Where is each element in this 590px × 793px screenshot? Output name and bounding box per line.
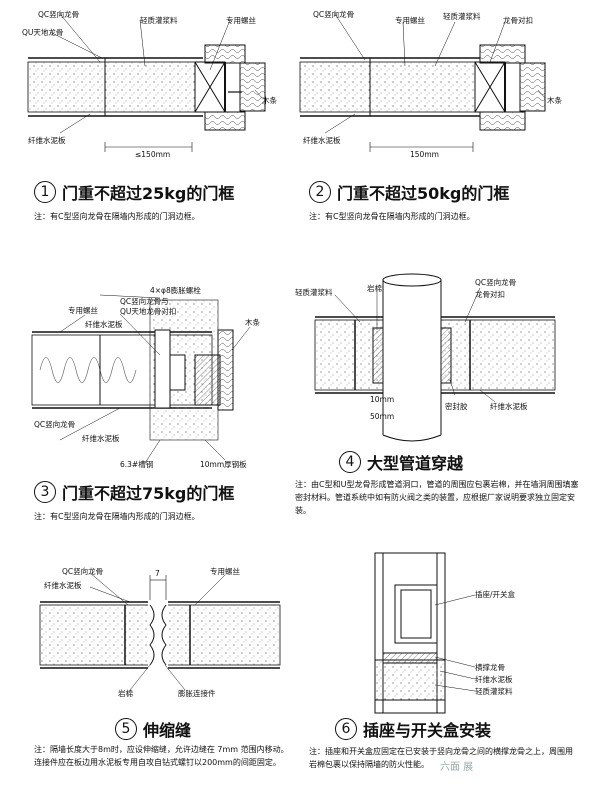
title-text: 大型管道穿越 [367, 454, 464, 473]
label-screw: 专用螺丝 [395, 16, 425, 25]
label-clip: 龙骨对扣 [475, 290, 505, 299]
panel-2-title: 2 门重不超过50kg的门框 [309, 180, 509, 204]
label-grout: 轻质灌浆料 [475, 687, 513, 696]
panel-6: 插座/开关盒 横撑龙骨 纤维水泥板 轻质灌浆料 6 插座与开关盒安装 注：插座和… [295, 545, 590, 793]
label-plate: 10mm厚钢板 [200, 460, 247, 469]
label-joint: 膨胀连接件 [178, 689, 216, 698]
title-text: 门重不超过50kg的门框 [337, 184, 510, 203]
label-qc: QC竖向龙骨 [313, 10, 355, 19]
panel-5-title: 5 伸缩缝 [115, 717, 191, 741]
label-screw: 专用螺丝 [210, 567, 240, 576]
panel-3: 4×φ8膨胀螺栓 QC竖向龙骨与 QU天地龙骨对扣 专用螺丝 纤维水泥板 木条 … [0, 270, 295, 530]
label-qc: QC竖向龙骨 [62, 567, 104, 576]
panel-3-title: 3 门重不超过75kg的门框 [34, 480, 234, 504]
panel-2-note: 注：有C型竖向龙骨在隔墙内形成的门洞边框。 [309, 212, 475, 221]
label-dim: 150mm [410, 150, 439, 159]
panel-1-title: 1 门重不超过25kg的门框 [34, 180, 234, 204]
number-badge: 6 [335, 718, 357, 740]
title-text: 插座与开关盒安装 [363, 721, 492, 740]
panel-5: QC竖向龙骨 纤维水泥板 7 专用螺丝 岩棉 膨胀连接件 5 伸缩缝 注：隔墙长… [0, 555, 295, 793]
panel-5-note: 注：隔墙长度大于8m时，应设伸缩缝，允许边缝在 7mm 范围内移动。连接件应在板… [34, 745, 289, 767]
panel-4: 轻质灌浆料 岩棉 QC竖向龙骨 龙骨对扣 10mm 50mm 密封胶 纤维水泥板… [295, 250, 590, 530]
label-channel: 6.3#槽钢 [120, 460, 154, 469]
label-bolt: 4×φ8膨胀螺栓 [150, 286, 201, 295]
title-text: 伸缩缝 [143, 721, 192, 740]
label-qc: QC竖向龙骨 [475, 278, 517, 287]
label-board: 纤维水泥板 [28, 136, 66, 145]
panel-4-title: 4 大型管道穿越 [339, 450, 463, 474]
label-board: 纤维水泥板 [490, 402, 528, 411]
panel-6-title: 6 插座与开关盒安装 [335, 717, 491, 741]
label-qcqu2: QU天地龙骨对扣 [120, 307, 177, 316]
label-rock: 岩棉 [118, 689, 133, 698]
watermark: 六面 展 [440, 762, 474, 773]
label-qc: QC竖向龙骨 [34, 420, 76, 429]
label-grout: 轻质灌浆料 [140, 16, 178, 25]
title-text: 门重不超过25kg的门框 [62, 184, 235, 203]
label-wood: 木条 [262, 96, 277, 105]
diagram-4 [314, 273, 556, 442]
label-grout: 轻质灌浆料 [295, 288, 333, 297]
number-badge: 1 [34, 181, 56, 203]
label-rock: 岩棉 [367, 284, 382, 293]
label-gap: 7 [155, 569, 160, 578]
number-badge: 5 [115, 718, 137, 740]
panel-6-note: 注：插座和开关盒应固定在已安装于竖向龙骨之间的横撑龙骨之上，周围用岩棉包裹以保持… [309, 747, 573, 769]
diagram-5 [39, 572, 281, 691]
label-keel: 横撑龙骨 [475, 663, 505, 672]
panel-3-note: 注：有C型竖向龙骨在隔墙内形成的门洞边框。 [34, 512, 200, 521]
label-d50: 50mm [370, 412, 395, 421]
label-board: 纤维水泥板 [44, 581, 82, 590]
diagram-6 [374, 552, 476, 714]
label-grout: 轻质灌浆料 [443, 12, 481, 21]
label-wood: 木条 [547, 96, 562, 105]
panel-2: QC竖向龙骨 专用螺丝 轻质灌浆料 龙骨对扣 木条 纤维水泥板 150mm 2 … [295, 0, 590, 240]
label-dim: ≤150mm [135, 150, 171, 159]
diagram-2 [299, 13, 546, 152]
number-badge: 3 [34, 481, 56, 503]
label-qu: QU天地龙骨 [22, 28, 64, 37]
panel-1: QC竖向龙骨 QU天地龙骨 轻质灌浆料 专用螺丝 木条 纤维水泥板 ≤150mm… [0, 0, 295, 240]
number-badge: 2 [309, 181, 331, 203]
label-d10: 10mm [370, 395, 395, 404]
label-screw: 专用螺丝 [68, 306, 98, 315]
label-clip: 龙骨对扣 [503, 16, 533, 25]
number-badge: 4 [339, 451, 361, 473]
label-board: 纤维水泥板 [475, 675, 513, 684]
label-socket: 插座/开关盒 [475, 590, 516, 599]
label-screw: 专用螺丝 [226, 16, 256, 25]
diagram-3 [31, 294, 251, 464]
panel-4-note: 注：由C型和U型龙骨形成管道洞口，管道的周围应包裹岩棉，并在墙洞周围填塞密封材料… [295, 480, 579, 515]
title-text: 门重不超过75kg的门框 [62, 484, 235, 503]
label-board1: 纤维水泥板 [85, 320, 123, 329]
label-board2: 纤维水泥板 [82, 434, 120, 443]
diagram-1 [27, 13, 266, 152]
label-sealant: 密封胶 [445, 402, 468, 411]
label-board: 纤维水泥板 [303, 136, 341, 145]
label-qc: QC竖向龙骨 [38, 10, 80, 19]
label-wood: 木条 [245, 318, 260, 327]
label-qcqu1: QC竖向龙骨与 [120, 297, 169, 306]
panel-1-note: 注：有C型竖向龙骨在隔墙内形成的门洞边框。 [34, 212, 200, 221]
